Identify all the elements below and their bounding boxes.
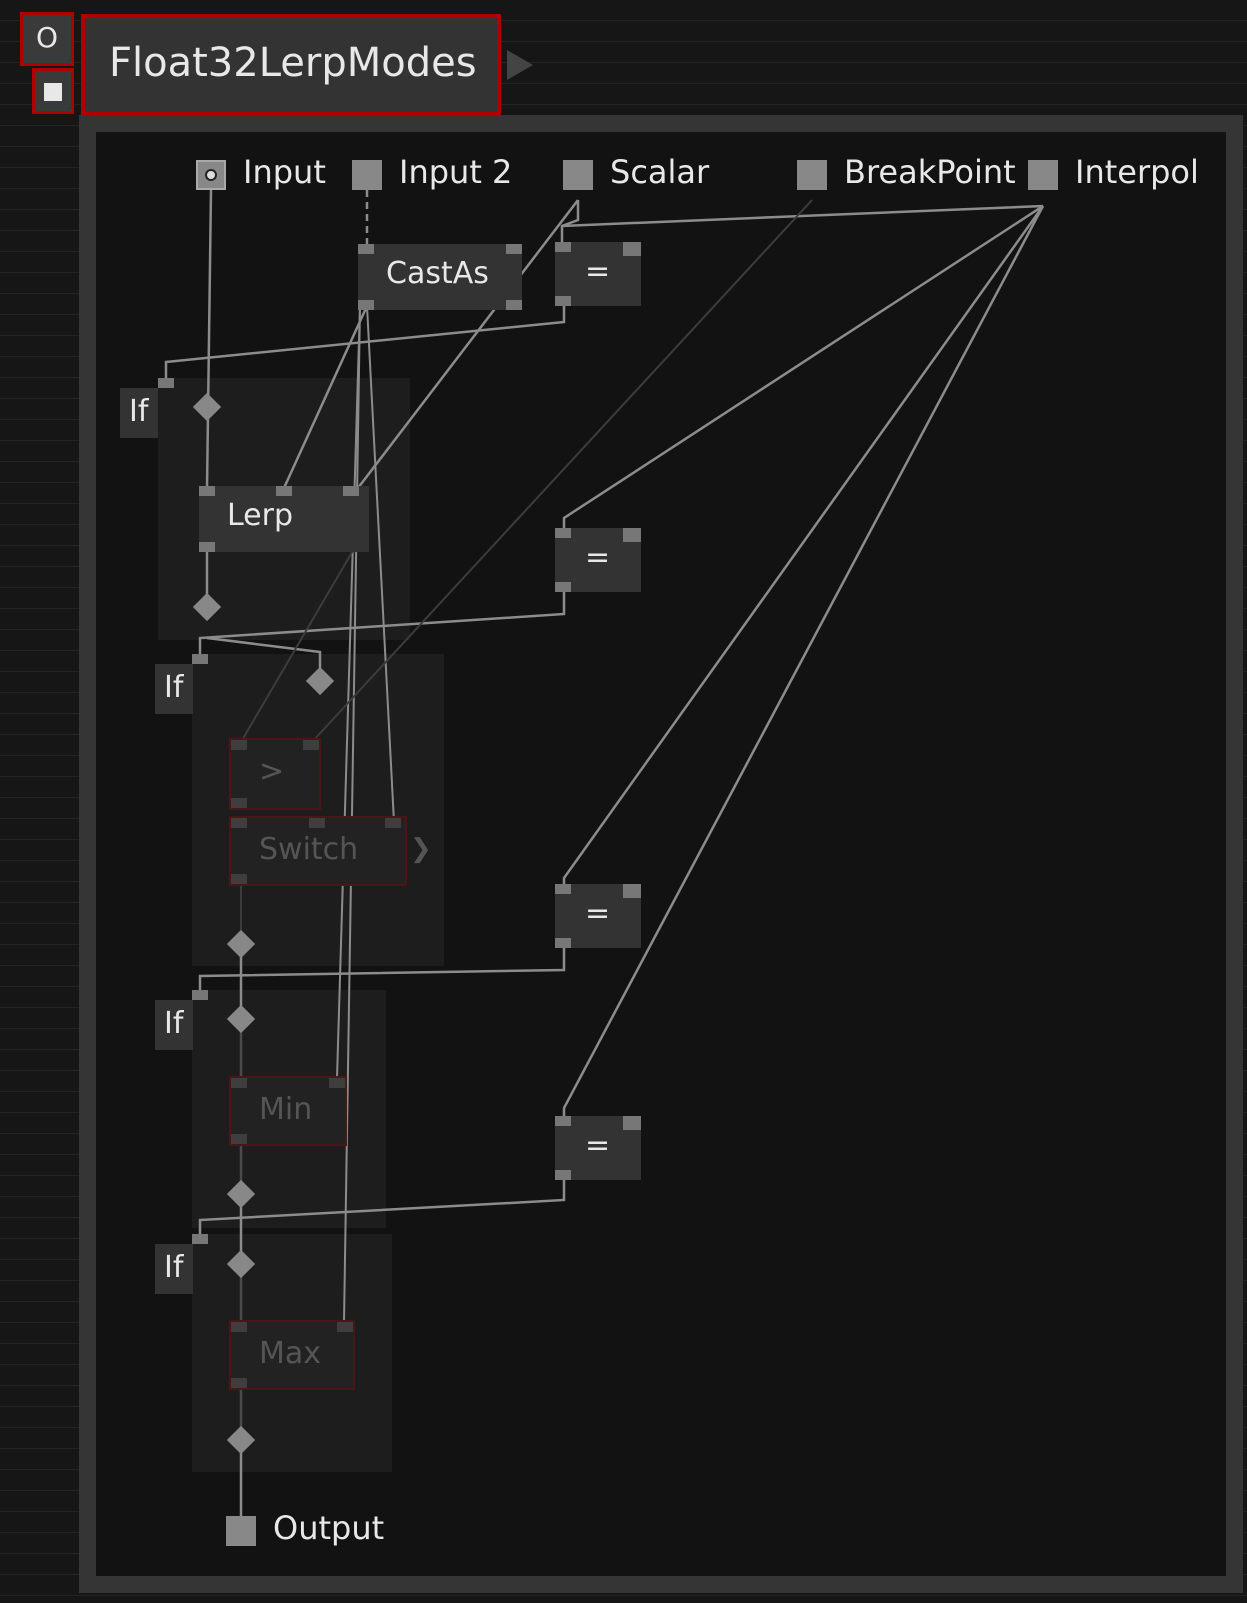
input-dot-icon	[205, 169, 217, 181]
gt-in2-port[interactable]	[303, 740, 319, 750]
stop-toggle-button[interactable]	[32, 68, 74, 114]
equals-1-in-port[interactable]	[555, 242, 571, 252]
wire-eq1-if1	[164, 306, 566, 382]
max-node[interactable]: Max	[229, 1320, 355, 1390]
wire-input-lerp	[205, 189, 213, 489]
if-node-4[interactable]: If	[155, 1244, 193, 1294]
castas-node[interactable]: CastAs	[358, 244, 522, 310]
wire-eq4-if4	[198, 1178, 566, 1236]
toggle-o-button[interactable]: O	[20, 12, 74, 66]
switch-in-port[interactable]	[231, 818, 247, 828]
wire-eq3-if3	[198, 948, 566, 992]
equals-3-in2-port[interactable]	[623, 884, 641, 898]
min-in-port[interactable]	[231, 1078, 247, 1088]
patch-title[interactable]: Float32LerpModes	[81, 14, 501, 116]
breakpoint-pin[interactable]	[797, 160, 827, 190]
input2-pin[interactable]	[352, 160, 382, 190]
equals-2-out-port[interactable]	[555, 582, 571, 592]
if-node-2[interactable]: If	[155, 664, 193, 714]
equals-1-in2-port[interactable]	[623, 242, 641, 256]
wire-flow-switch	[206, 636, 322, 682]
wire-castas-lerp	[282, 305, 369, 489]
wire-lerp-gt	[240, 541, 359, 743]
scalar-pin-label: Scalar	[610, 153, 710, 191]
lerp-node[interactable]: Lerp	[199, 486, 369, 552]
switch-in3-port[interactable]	[385, 818, 401, 828]
if-1-condition-port[interactable]	[158, 378, 174, 388]
min-in2-port[interactable]	[329, 1078, 345, 1088]
equals-4-out-port[interactable]	[555, 1170, 571, 1180]
wire-castas-max	[343, 305, 361, 1323]
equals-2-in-port[interactable]	[555, 528, 571, 538]
wire-interpol-eq2	[562, 204, 1044, 532]
castas-in-port[interactable]	[358, 244, 374, 254]
input2-pin-label: Input 2	[399, 153, 513, 191]
max-out-port[interactable]	[231, 1378, 247, 1388]
wire-interpol-eq4	[562, 205, 1045, 1122]
lerp-in2-port[interactable]	[276, 486, 292, 496]
if-4-condition-port[interactable]	[192, 1234, 208, 1244]
gt-in-port[interactable]	[231, 740, 247, 750]
equals-node-2[interactable]: =	[555, 528, 641, 592]
lerp-in-port[interactable]	[199, 486, 215, 496]
equals-4-in-port[interactable]	[555, 1116, 571, 1126]
if-node-1[interactable]: If	[120, 388, 158, 438]
equals-1-label: =	[585, 254, 611, 289]
equals-4-label: =	[585, 1128, 611, 1163]
if-3-condition-port[interactable]	[192, 990, 208, 1000]
switch-in2-port[interactable]	[309, 818, 325, 828]
gt-label: >	[259, 754, 285, 789]
output-pin-label: Output	[273, 1509, 385, 1547]
if-node-3[interactable]: If	[155, 1000, 193, 1050]
lerp-out-port[interactable]	[199, 542, 215, 552]
min-node[interactable]: Min	[229, 1076, 347, 1146]
switch-label: Switch	[259, 832, 359, 867]
interpol-pin-label: Interpol	[1075, 153, 1199, 191]
castas-out-port[interactable]	[358, 300, 374, 310]
min-label: Min	[259, 1092, 313, 1127]
lerp-label: Lerp	[227, 498, 294, 533]
castas-type-port[interactable]	[506, 244, 522, 254]
max-in2-port[interactable]	[337, 1322, 353, 1332]
output-pin[interactable]	[226, 1516, 256, 1546]
equals-3-out-port[interactable]	[555, 938, 571, 948]
switch-node[interactable]: Switch	[229, 816, 407, 886]
max-in-port[interactable]	[231, 1322, 247, 1332]
min-out-port[interactable]	[231, 1134, 247, 1144]
equals-4-in2-port[interactable]	[623, 1116, 641, 1130]
if-2-condition-port[interactable]	[192, 654, 208, 664]
castas-out2-port[interactable]	[506, 300, 522, 310]
equals-1-out-port[interactable]	[555, 296, 571, 306]
equals-2-in2-port[interactable]	[623, 528, 641, 542]
switch-out-port[interactable]	[231, 874, 247, 884]
greater-than-node[interactable]: >	[229, 738, 321, 810]
equals-node-4[interactable]: =	[555, 1116, 641, 1180]
breakpoint-pin-label: BreakPoint	[844, 153, 1016, 191]
scalar-pin[interactable]	[563, 160, 593, 190]
gt-out-port[interactable]	[231, 798, 247, 808]
expand-arrow-icon[interactable]	[507, 50, 533, 80]
lerp-scalar-port[interactable]	[343, 486, 359, 496]
input-pin[interactable]	[196, 160, 226, 190]
equals-node-1[interactable]: =	[555, 242, 641, 306]
wire-scalar-lerp	[357, 199, 579, 489]
chevron-right-icon[interactable]: ❯	[410, 834, 432, 864]
wire-castas-switch	[366, 305, 395, 823]
wire-castas-min	[336, 305, 361, 1079]
wire-eq2-if2	[198, 592, 566, 656]
if-region-2	[192, 654, 444, 966]
wire-interpol-eq1	[561, 204, 1044, 228]
wire-breakpoint-gt	[311, 199, 813, 743]
equals-3-in-port[interactable]	[555, 884, 571, 894]
equals-3-label: =	[585, 896, 611, 931]
max-label: Max	[259, 1336, 322, 1371]
interpol-pin[interactable]	[1028, 160, 1058, 190]
square-icon	[44, 83, 62, 101]
equals-2-label: =	[585, 540, 611, 575]
wire-scalar-eq1	[560, 200, 580, 246]
input-pin-label: Input	[243, 153, 326, 191]
equals-node-3[interactable]: =	[555, 884, 641, 948]
castas-label: CastAs	[386, 256, 489, 291]
